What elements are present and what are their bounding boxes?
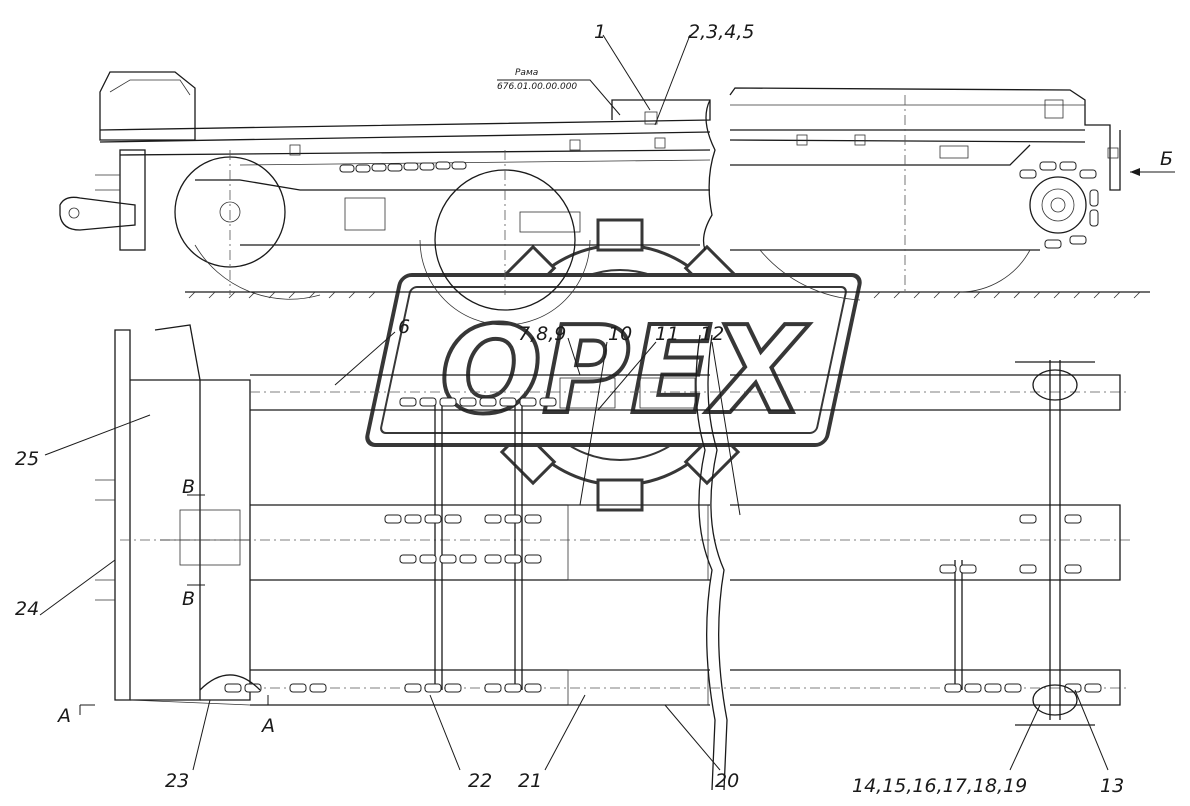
callout-20: 20 — [715, 770, 739, 792]
callout-24: 24 — [15, 598, 39, 620]
callouts: 1 2,3,4,5 6 7,8,9 10 11 12 25 24 23 22 2… — [15, 21, 1124, 797]
drive-sprocket — [1029, 176, 1087, 234]
section-label-v-bottom: B — [182, 588, 195, 610]
callout-12: 12 — [700, 323, 724, 345]
plan-chain-bottom — [224, 683, 542, 693]
plan-view: B B A A — [56, 324, 1130, 791]
drive-chain — [339, 161, 467, 173]
rear-hub-bottom — [1032, 684, 1078, 716]
plan-chain-rear — [939, 514, 1102, 693]
callout-21: 21 — [518, 770, 542, 792]
watermark-text: OPEX — [440, 302, 810, 441]
section-label-v-top: B — [182, 476, 195, 498]
callout-14-19: 14,15,16,17,18,19 — [852, 775, 1027, 797]
callout-7-9: 7,8,9 — [518, 323, 566, 345]
callout-1: 1 — [594, 21, 606, 43]
plan-chain-middle-upper — [384, 514, 542, 524]
section-label-a-right: A — [260, 715, 275, 737]
frame-label-code: 676.01.00.00.000 — [497, 82, 577, 92]
view-label-b: Б — [1160, 148, 1173, 170]
callout-22: 22 — [468, 770, 492, 792]
plan-chain-middle-lower — [399, 554, 542, 564]
rear-hub-top — [1032, 369, 1078, 401]
callout-25: 25 — [15, 448, 39, 470]
callout-2-5: 2,3,4,5 — [688, 21, 754, 43]
callout-6: 6 — [398, 316, 410, 338]
watermark-logo: OPEX — [365, 218, 862, 512]
sprocket-chain — [1019, 161, 1099, 249]
callout-11: 11 — [655, 323, 679, 345]
callout-23: 23 — [165, 770, 189, 792]
callout-13: 13 — [1100, 775, 1124, 797]
side-view: Б — [59, 71, 1175, 326]
callout-10: 10 — [608, 323, 632, 345]
plan-chain-top — [399, 397, 557, 407]
frame-label-name: Рама — [515, 68, 538, 78]
section-label-a-left: A — [56, 705, 71, 727]
